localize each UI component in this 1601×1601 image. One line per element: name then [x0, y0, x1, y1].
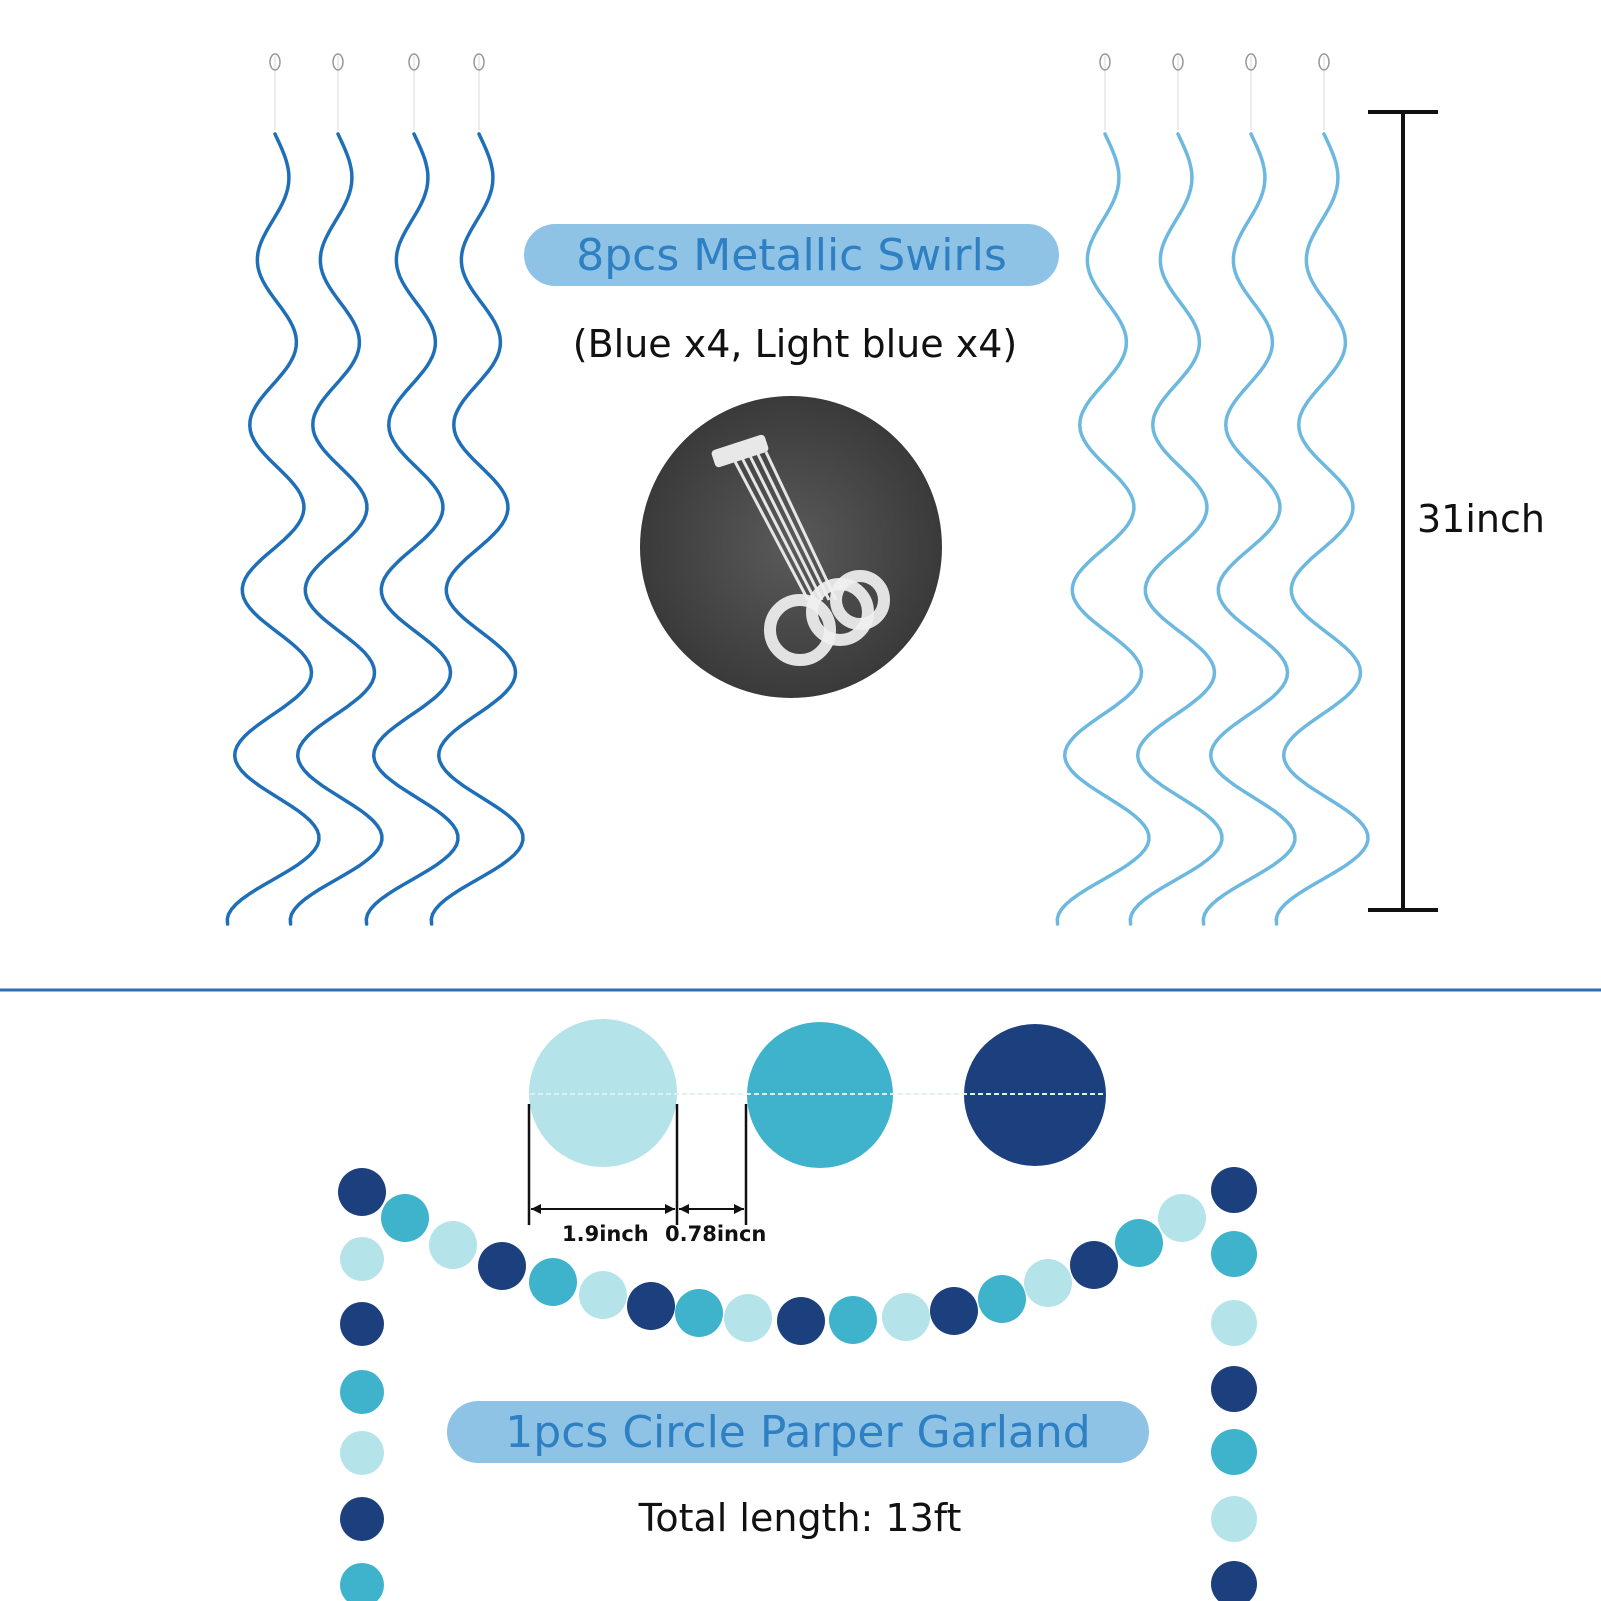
garland-circle	[1211, 1231, 1257, 1277]
arrow-head	[679, 1204, 689, 1214]
garland-circle	[381, 1194, 429, 1242]
garland-circle	[1115, 1219, 1163, 1267]
garland-circle	[579, 1271, 627, 1319]
garland-circle	[1211, 1561, 1257, 1601]
garland-circle	[930, 1287, 978, 1335]
hook-icon	[640, 396, 942, 698]
garland-circle	[478, 1242, 526, 1290]
garland-length-label: Total length: 13ft	[638, 1496, 962, 1540]
swirls-title-pill: 8pcs Metallic Swirls	[524, 224, 1059, 286]
garland-circle	[777, 1297, 825, 1345]
light-blue-swirl	[1128, 132, 1224, 926]
hook-strand	[764, 451, 838, 601]
light-blue-ring	[1318, 53, 1330, 71]
garland-circle	[1211, 1429, 1257, 1475]
garland-circle	[340, 1370, 384, 1414]
hook-ring	[830, 570, 890, 630]
height-label: 31inch	[1417, 497, 1545, 541]
hook-ring	[764, 594, 836, 666]
garland-sample-circles	[529, 1019, 1106, 1168]
garland-circle	[627, 1282, 675, 1330]
garland-circle	[978, 1275, 1026, 1323]
garland-chain	[338, 1167, 1257, 1601]
blue-swirls-group	[225, 53, 525, 926]
blue-ring	[269, 53, 281, 71]
garland-circle	[1211, 1496, 1257, 1542]
light-blue-ring	[1245, 53, 1257, 71]
blue-ring	[473, 53, 485, 71]
garland-circle	[829, 1296, 877, 1344]
light-blue-swirl	[1055, 132, 1151, 926]
light-blue-ring	[1099, 53, 1111, 71]
garland-circle	[1024, 1259, 1072, 1307]
garland-circle	[1070, 1241, 1118, 1289]
garland-circle	[1158, 1194, 1206, 1242]
blue-swirl	[225, 132, 321, 926]
garland-circle	[340, 1431, 384, 1475]
garland-circle	[1211, 1366, 1257, 1412]
hook-strand	[746, 451, 824, 601]
garland-circle	[1211, 1300, 1257, 1346]
light-blue-swirls-group	[1055, 53, 1370, 926]
light-blue-ring	[1172, 53, 1184, 71]
hook-strand	[728, 451, 810, 601]
garland-circle	[429, 1221, 477, 1269]
height-ruler	[1368, 110, 1438, 912]
garland-circle	[882, 1293, 930, 1341]
light-blue-swirl	[1201, 132, 1297, 926]
hook-strand	[755, 451, 831, 601]
garland-title-pill: 1pcs Circle Parper Garland	[447, 1401, 1149, 1463]
hook-strand	[737, 451, 817, 601]
arrow-head	[531, 1204, 541, 1214]
blue-swirl	[429, 132, 525, 926]
swirls-subtitle: (Blue x4, Light blue x4)	[572, 322, 1018, 366]
garland-circle	[529, 1258, 577, 1306]
diameter-label: 1.9inch	[562, 1222, 649, 1246]
blue-swirl	[364, 132, 460, 926]
garland-circle	[340, 1302, 384, 1346]
garland-circle	[675, 1289, 723, 1337]
blue-swirl	[288, 132, 384, 926]
garland-circle	[340, 1497, 384, 1541]
gap-label: 0.78incn	[665, 1222, 767, 1246]
blue-ring	[332, 53, 344, 71]
hook-tab	[711, 434, 769, 468]
garland-circle	[338, 1168, 386, 1216]
garland-circle	[340, 1563, 384, 1601]
arrow-head	[665, 1204, 675, 1214]
garland-circle	[340, 1237, 384, 1281]
blue-ring	[408, 53, 420, 71]
light-blue-swirl	[1274, 132, 1370, 926]
arrow-head	[734, 1204, 744, 1214]
garland-circle	[724, 1294, 772, 1342]
dimension-markers	[527, 1104, 748, 1225]
garland-circle	[1211, 1167, 1257, 1213]
